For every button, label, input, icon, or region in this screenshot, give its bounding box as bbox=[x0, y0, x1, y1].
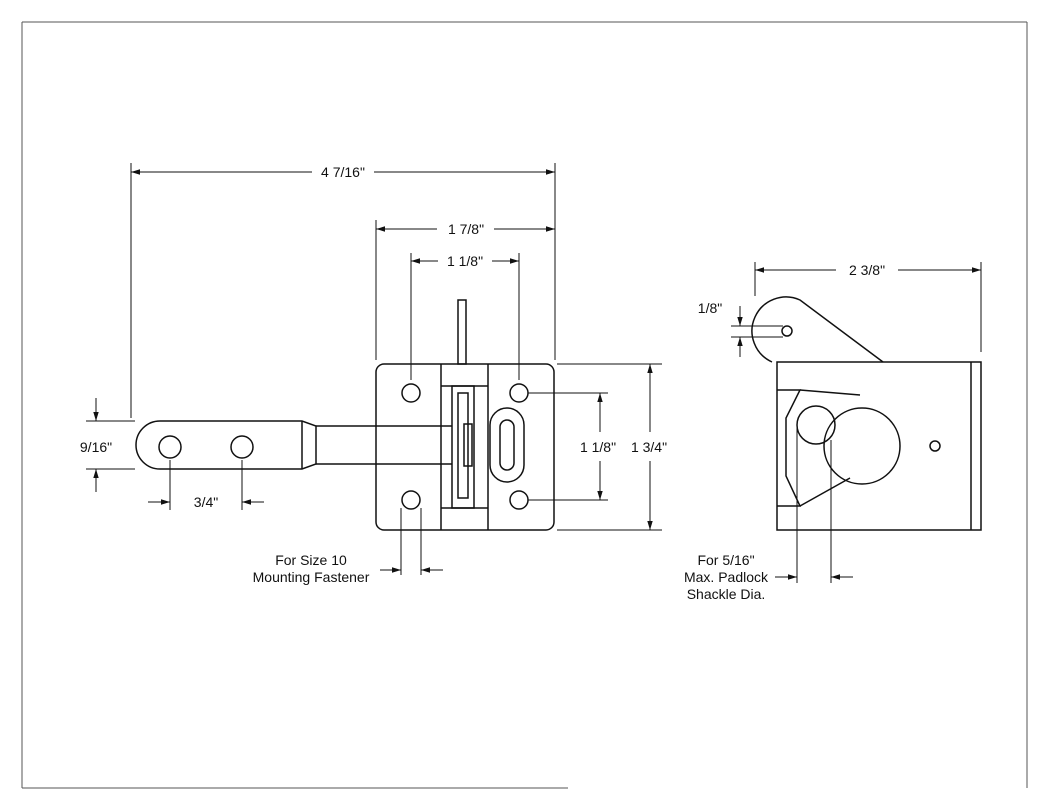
handle-hole-1 bbox=[158, 435, 182, 459]
dim-side-view-width: 2 3/8" bbox=[755, 262, 981, 278]
mounting-hole-top-right bbox=[509, 383, 529, 403]
dim-pivot-offset-label: 1/8" bbox=[698, 300, 722, 316]
dim-top-hole-spacing-label: 1 1/8" bbox=[447, 253, 483, 269]
mounting-hole-bottom-left bbox=[401, 490, 421, 510]
mounting-hole-top-left bbox=[401, 383, 421, 403]
pivot-ear bbox=[751, 296, 884, 363]
side-extension-lines bbox=[731, 262, 982, 583]
lock-cam bbox=[796, 405, 836, 445]
dim-handle-hole-spacing-label: 3/4" bbox=[194, 494, 218, 510]
padlock-note-line-2: Max. Padlock bbox=[684, 569, 769, 585]
fastener-note-line-1: For Size 10 bbox=[275, 552, 347, 568]
side-small-hole bbox=[929, 440, 941, 452]
latch-handle bbox=[135, 420, 276, 470]
dim-top-hole-spacing: 1 1/8" bbox=[411, 253, 519, 269]
mounting-hole-bottom-right bbox=[509, 490, 529, 510]
dim-overall-length: 4 7/16" bbox=[131, 164, 555, 180]
pivot-hole bbox=[781, 325, 793, 337]
dim-overall-length-label: 4 7/16" bbox=[321, 164, 365, 180]
fastener-note-line-2: Mounting Fastener bbox=[253, 569, 370, 585]
dim-body-width: 1 7/8" bbox=[376, 221, 555, 237]
extension-lines bbox=[86, 163, 662, 575]
side-body bbox=[776, 361, 982, 531]
dim-body-height: 1 3/4" bbox=[631, 364, 667, 530]
dim-side-view-width-label: 2 3/8" bbox=[849, 262, 885, 278]
handle-hole-2 bbox=[230, 435, 254, 459]
dim-body-height-label: 1 3/4" bbox=[631, 439, 667, 455]
padlock-note-line-3: Shackle Dia. bbox=[687, 586, 766, 602]
dim-handle-width-label: 9/16" bbox=[80, 439, 112, 455]
dim-pivot-offset: 1/8" bbox=[698, 300, 743, 357]
dim-handle-hole-spacing: 3/4" bbox=[148, 494, 264, 510]
dim-side-hole-spacing-label: 1 1/8" bbox=[580, 439, 616, 455]
dim-handle-width: 9/16" bbox=[80, 398, 112, 492]
padlock-shackle bbox=[823, 407, 901, 485]
padlock-slot bbox=[489, 407, 525, 483]
dim-body-width-label: 1 7/8" bbox=[448, 221, 484, 237]
pivot-pin bbox=[457, 299, 467, 365]
drawing-frame bbox=[21, 21, 1028, 789]
latch-side-view bbox=[751, 296, 982, 531]
padlock-note-line-1: For 5/16" bbox=[697, 552, 754, 568]
dim-side-hole-spacing: 1 1/8" bbox=[580, 393, 616, 500]
